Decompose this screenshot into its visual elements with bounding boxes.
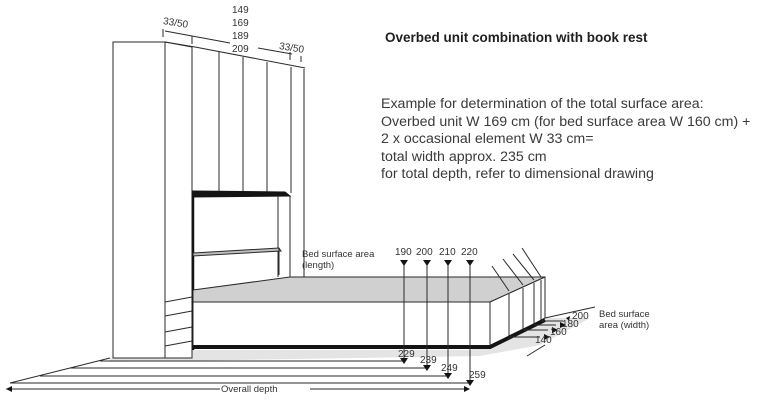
bed-width-180: 180	[562, 319, 579, 330]
bed-length-220: 220	[461, 247, 478, 258]
depth-lines	[6, 357, 474, 392]
bed-length-markers	[400, 260, 474, 382]
left-wardrobe-side	[164, 41, 193, 359]
description-line: for total depth, refer to dimensional dr…	[381, 166, 654, 183]
bed-length-label: Bed surface area (length)	[302, 249, 375, 271]
bed-base	[193, 318, 546, 349]
description-line: Example for determination of the total s…	[381, 96, 704, 112]
bed-width-label: Bed surface area (width)	[599, 309, 650, 331]
top-width-149: 149	[232, 5, 249, 16]
bed-length-190: 190	[395, 247, 412, 258]
depth-239: 239	[420, 355, 437, 366]
top-width-189: 189	[232, 31, 249, 42]
depth-259: 259	[469, 370, 486, 381]
description-block: Example for determination of the total s…	[381, 96, 750, 184]
depth-249: 249	[441, 363, 458, 374]
description-line: total width approx. 235 cm	[381, 148, 547, 165]
overall-depth-label: Overall depth	[221, 384, 278, 395]
bed-width-200: 200	[572, 311, 589, 322]
bed-front-face	[192, 301, 491, 349]
depth-229: 229	[398, 349, 415, 360]
bed-length-210: 210	[439, 247, 456, 258]
top-width-169: 169	[232, 18, 249, 29]
book-rest	[192, 247, 282, 257]
description-line: Overbed unit W 169 cm (for bed surface a…	[381, 113, 751, 130]
bridge-shelf	[191, 190, 292, 198]
width-lines	[508, 306, 596, 357]
top-width-209: 209	[232, 44, 249, 55]
bed-length-200: 200	[416, 247, 433, 258]
left-wardrobe-front	[112, 41, 166, 359]
page-title: Overbed unit combination with book rest	[385, 30, 648, 45]
bed-width-160: 160	[550, 327, 567, 338]
bed-width-140: 140	[535, 335, 552, 346]
bed-top-surface	[192, 276, 546, 303]
description-line: 2 x occasional element W 33 cm=	[381, 131, 594, 148]
